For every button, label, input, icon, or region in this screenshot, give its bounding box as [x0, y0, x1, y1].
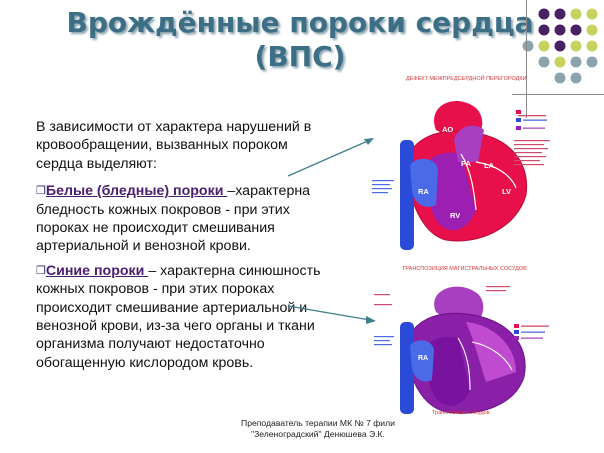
title-line-1: Врождённые пороки сердца	[66, 6, 534, 39]
pulmonary-artery-shape	[454, 125, 484, 162]
label-lv: LV	[502, 187, 511, 196]
atrial-septal-defect-diagram: ДЕФЕКТ МЕЖПРЕДСЕРДНОЙ ПЕРЕГОРОДКИ AO PA …	[372, 74, 550, 250]
footer-credit: Преподаватель терапии МК № 7 фили "Зелен…	[218, 418, 418, 440]
bullet-icon: ❒	[36, 264, 46, 277]
arrow-top	[287, 138, 374, 177]
fig1-side-notes	[372, 180, 394, 194]
fig2-bottom-caption: Транспозиция сосудов	[432, 410, 490, 416]
slide-title: Врождённые пороки сердца (ВПС)	[60, 6, 540, 74]
decorative-dot-grid	[522, 8, 598, 84]
decorative-vertical-line	[526, 0, 527, 118]
label-ra-2: RA	[418, 355, 428, 362]
fig2-side-notes	[374, 286, 510, 346]
right-ventricle-shape	[426, 152, 476, 231]
label-la: LA	[484, 161, 495, 170]
dot-row-2	[538, 24, 598, 36]
white-defects-text: –характерна бледность кожных покровов - …	[36, 183, 311, 255]
right-side-shape	[426, 336, 470, 406]
title-line-2: (ВПС)	[254, 40, 346, 73]
right-atrium-shape-2	[410, 340, 434, 382]
chamber-separators-2	[457, 337, 513, 391]
blue-defects-paragraph: ❒Синие пороки – характерна синюшность ко…	[36, 262, 336, 372]
blue-defects-text: – характерна синюшность кожных покровов …	[36, 262, 321, 371]
label-ao: AO	[442, 125, 453, 134]
dot-row-4	[538, 56, 598, 68]
footer-line-1: Преподаватель терапии МК № 7 фили	[241, 418, 395, 428]
left-side-shape	[466, 322, 516, 382]
label-ra: RA	[418, 187, 429, 196]
pointer-arrows	[287, 138, 376, 324]
fig1-caption: ДЕФЕКТ МЕЖПРЕДСЕРДНОЙ ПЕРЕГОРОДКИ	[406, 74, 527, 82]
vena-cava-shape-2	[400, 322, 414, 414]
dot-row-5	[554, 72, 582, 84]
blue-defects-term: Синие пороки	[45, 262, 149, 279]
arrow-bottom	[287, 305, 376, 324]
fig2-caption: ТРАНСПОЗИЦИЯ МАГИСТРАЛЬНЫХ СОСУДОВ	[402, 266, 527, 272]
fig2-legend	[514, 324, 549, 340]
content-body: В зависимости от характера нарушений в к…	[36, 118, 336, 378]
fig1-legend	[514, 110, 550, 166]
transposition-diagram: ТРАНСПОЗИЦИЯ МАГИСТРАЛЬНЫХ СОСУДОВ RA Тр…	[374, 266, 549, 416]
intro-paragraph: В зависимости от характера нарушений в к…	[36, 119, 312, 172]
dot-row-1	[538, 8, 598, 20]
label-rv: RV	[450, 211, 460, 220]
dot-row-3	[522, 40, 598, 52]
bullet-icon: ❒	[36, 185, 46, 198]
right-atrium-shape	[410, 158, 438, 207]
vena-cava-shape	[400, 140, 414, 250]
chamber-separators	[460, 153, 517, 211]
footer-line-2: "Зеленоградский" Денюшева Э.К.	[251, 429, 385, 439]
white-defects-paragraph: ❒Белые (бледные) пороки –характерна блед…	[36, 182, 336, 256]
white-defects-term: Белые (бледные) пороки	[45, 183, 228, 200]
decorative-horizontal-line	[512, 94, 604, 95]
label-pa: PA	[461, 159, 471, 168]
